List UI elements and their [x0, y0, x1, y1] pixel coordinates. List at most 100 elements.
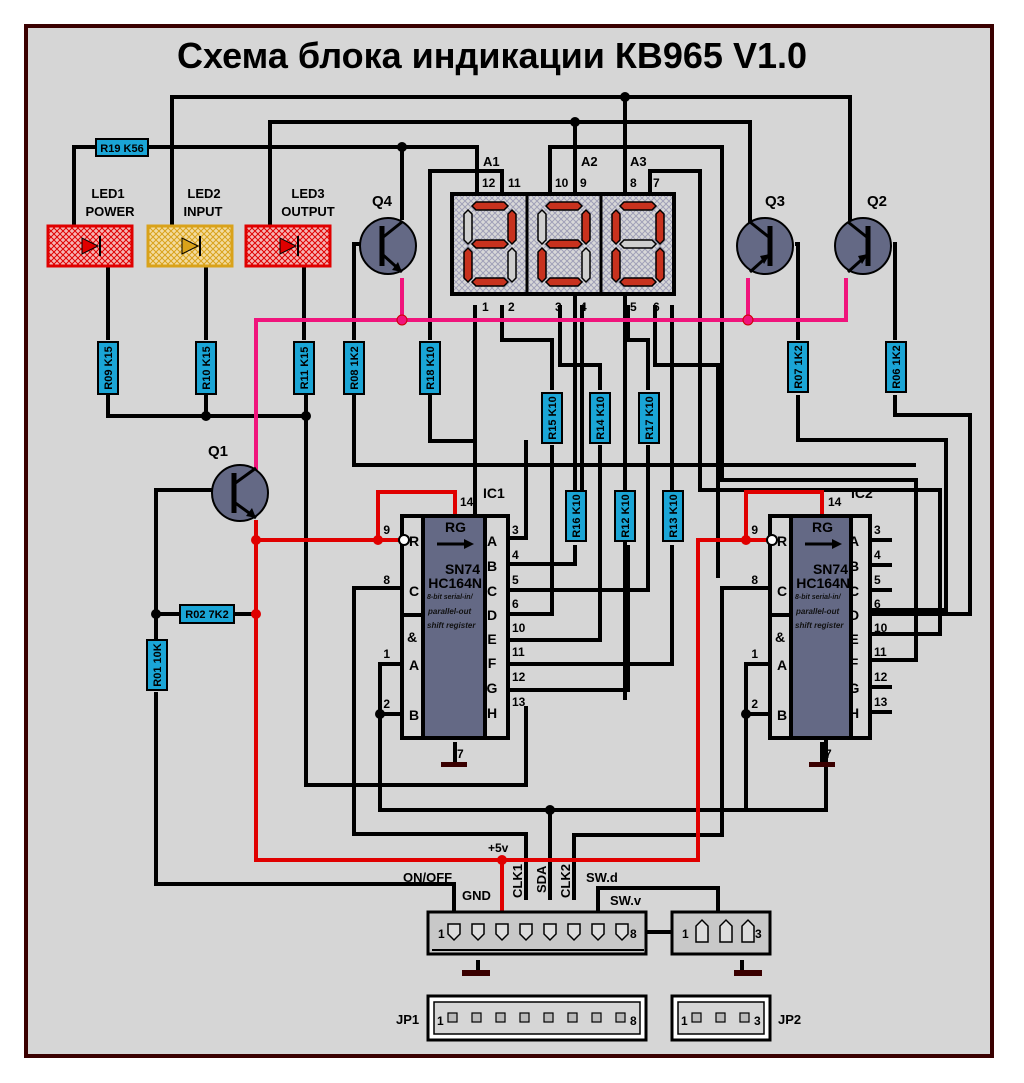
segment-f: [537, 208, 547, 246]
pin-number: 13: [874, 695, 888, 709]
pin-number: 2: [383, 697, 390, 711]
pin-number: 12: [874, 670, 888, 684]
pin-label: 1: [682, 927, 689, 941]
svg-text:R19 K56: R19 K56: [100, 143, 143, 155]
pin-label: 1: [438, 927, 445, 941]
pin-number: 10: [874, 621, 888, 635]
jumper-pin: [615, 1012, 626, 1023]
q2-label: Q2: [867, 193, 887, 210]
pin-label: 6: [653, 300, 660, 314]
connector-pin: [567, 923, 581, 942]
ic-description: shift register: [795, 621, 844, 630]
svg-text:R12 K10: R12 K10: [620, 494, 632, 537]
pin-number: 10: [512, 621, 526, 635]
segment-e: [463, 246, 473, 284]
segment-e: [611, 246, 621, 284]
pin-label: 11: [508, 176, 521, 190]
pin-number: 8: [751, 573, 758, 587]
resistor-r08: R08 1K2: [343, 341, 365, 395]
jumper-pin: [715, 1012, 726, 1023]
svg-text:R13 K10: R13 K10: [668, 494, 680, 537]
svg-text:R09 K15: R09 K15: [103, 346, 115, 389]
pin-number: 4: [874, 548, 881, 562]
transistor-q3: Q3: [736, 193, 794, 275]
pin-label: 14: [460, 495, 474, 509]
resistor-r16: R16 K10: [565, 490, 587, 542]
emitter-bus: [254, 278, 848, 470]
jumper-pin: [543, 1012, 554, 1023]
pin-number: 3: [512, 523, 519, 537]
pin-label: 12: [482, 176, 496, 190]
svg-text:R16 K10: R16 K10: [571, 494, 583, 537]
segment-d: [618, 277, 658, 287]
jumper-jp1[interactable]: JP1 1 8: [396, 994, 648, 1042]
pin-name: B: [849, 558, 859, 574]
resistor-r01: R01 10K: [146, 639, 168, 691]
segment-b: [655, 208, 665, 246]
pin-name: C: [777, 583, 787, 599]
ic1-shift-register: IC1 14 7 RG SN74 HC164N 8-bit serial-in/…: [383, 485, 526, 767]
pin-number: 11: [874, 645, 887, 659]
resistor-r06: R06 1K2: [885, 341, 907, 393]
ground-icon: [441, 762, 467, 767]
pin-name: A: [487, 533, 497, 549]
switch-connector-3pin[interactable]: 1 3: [670, 910, 772, 956]
led3-label: LED3: [291, 186, 324, 201]
segment-g: [618, 239, 658, 249]
arrow-right-icon: [832, 539, 842, 549]
ic-function-label: RG: [445, 519, 466, 535]
pin-name: D: [849, 607, 859, 623]
pin-number: 9: [383, 523, 390, 537]
pin-label: 14: [828, 495, 842, 509]
resistor-r17: R17 K10: [638, 392, 660, 444]
pin-label: 2: [508, 300, 515, 314]
pin-label: 4: [580, 300, 587, 314]
pin-name: F: [850, 655, 859, 671]
resistor-r07: R07 1K2: [787, 341, 809, 393]
jumper-pin: [519, 1012, 530, 1023]
ic-description: parallel-out: [795, 607, 839, 616]
segment-a: [618, 201, 658, 211]
led-diode-icon: [181, 237, 200, 255]
led1-function: POWER: [85, 204, 135, 219]
jumper-pin: [691, 1012, 702, 1023]
resistor-r09: R09 K15: [97, 341, 119, 395]
ground-icon: [809, 762, 835, 767]
pin-number: 9: [751, 523, 758, 537]
pin-name: B: [409, 707, 419, 723]
pin-number: 8: [383, 573, 390, 587]
led-diode-icon: [81, 237, 100, 255]
pin-label: 8: [630, 927, 637, 941]
pin-label: 7: [457, 747, 464, 761]
segment-c: [507, 246, 517, 284]
signal-clk1: CLK1: [510, 864, 525, 898]
main-connector-8pin[interactable]: 1 8: [426, 910, 648, 956]
segment-c: [581, 246, 591, 284]
pin-name: A: [849, 533, 859, 549]
ic-part-number: SN74: [445, 561, 480, 577]
power-wires: [254, 490, 824, 920]
segment-b: [507, 208, 517, 246]
led1-label: LED1: [91, 186, 124, 201]
pin-number: 5: [512, 573, 519, 587]
resistor-r10: R10 K15: [195, 341, 217, 395]
jumper-jp2[interactable]: 1 3 JP2: [670, 994, 801, 1042]
pin-name: R: [409, 533, 419, 549]
ic-part-number: SN74: [813, 561, 848, 577]
signal-on-off: ON/OFF: [403, 870, 452, 885]
jumper-pin: [447, 1012, 458, 1023]
pin-name: G: [487, 680, 498, 696]
pin-number: 11: [512, 645, 525, 659]
transistor-q1: Q1: [208, 443, 269, 522]
pin-label: 3: [755, 927, 762, 941]
pin-name: B: [487, 558, 497, 574]
pin-name: C: [487, 583, 497, 599]
signal-sw-d: SW.d: [586, 870, 618, 885]
segment-e: [537, 246, 547, 284]
ic1-label: IC1: [483, 485, 505, 501]
led2-function: INPUT: [184, 204, 223, 219]
segment-a: [470, 201, 510, 211]
jp2-label: JP2: [778, 1012, 801, 1027]
pin-name: A: [777, 657, 787, 673]
resistor-r14: R14 K10: [589, 392, 611, 444]
